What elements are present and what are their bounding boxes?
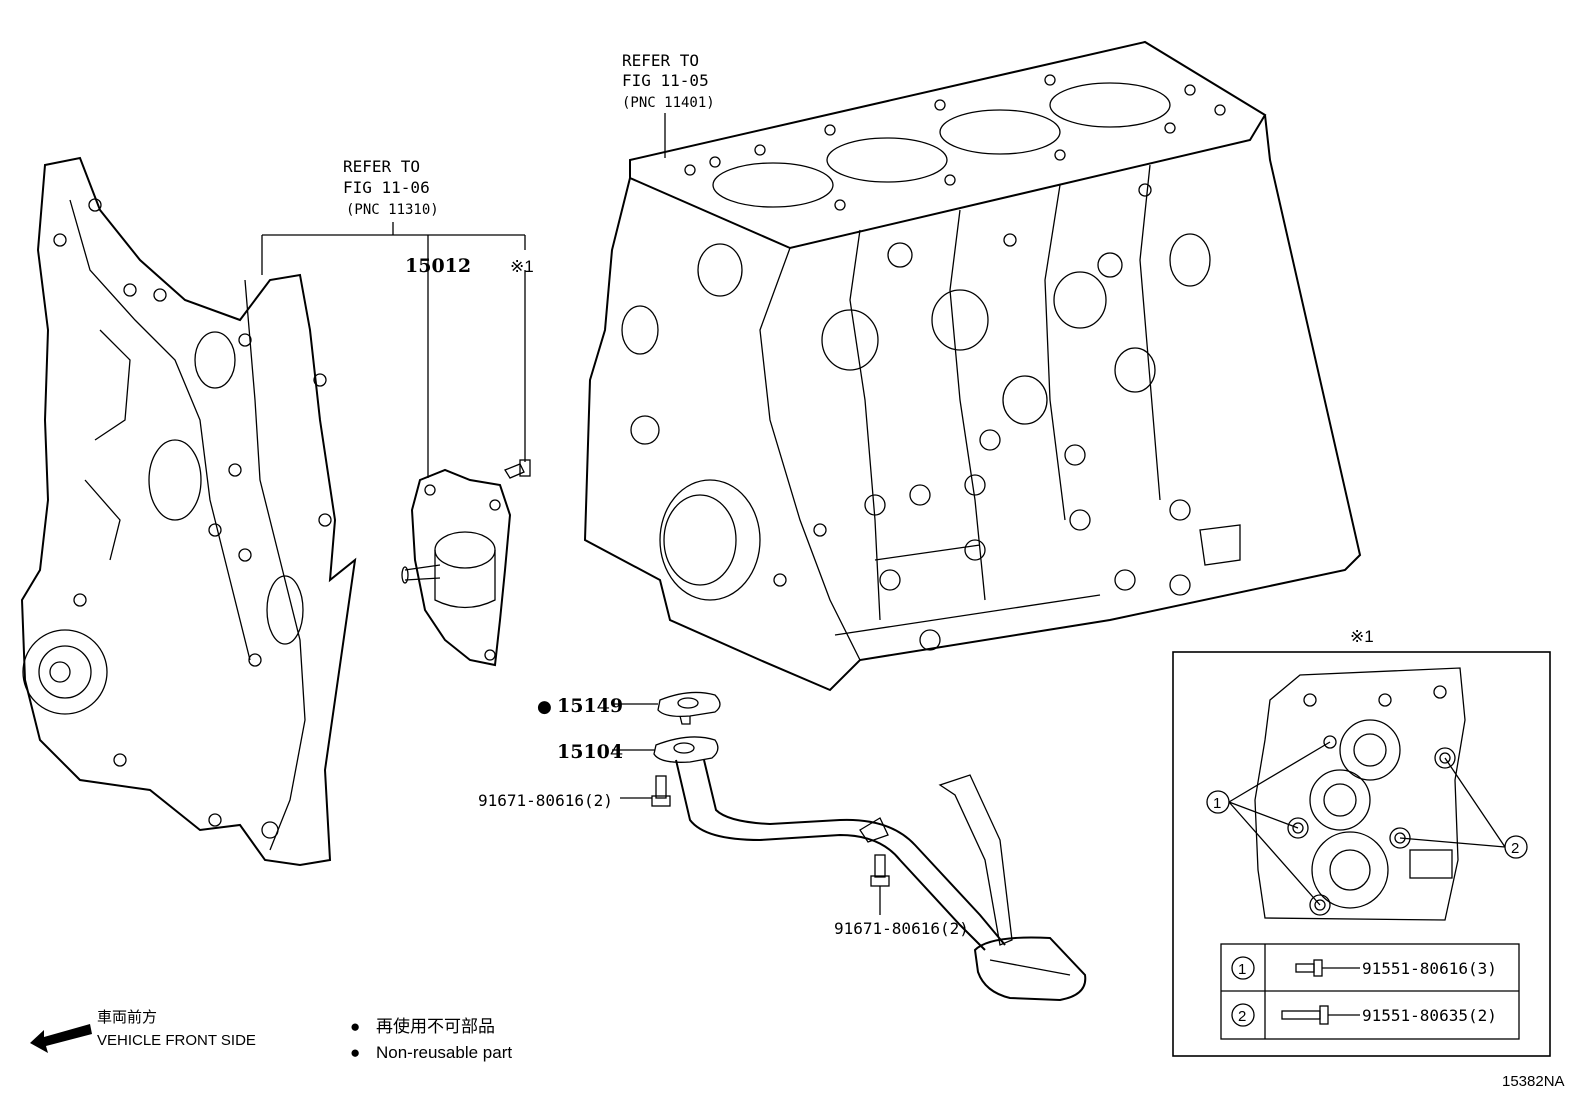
- detail-row-2: 2 91551-80635(2): [1231, 1003, 1497, 1027]
- refer-top-line1: REFER TO: [622, 51, 699, 70]
- detail-row1-index: 1: [1238, 961, 1246, 978]
- legend-bullet-1: ●: [350, 1017, 360, 1036]
- detail-row2-index: 2: [1238, 1008, 1246, 1025]
- front-arrow-icon: [30, 1024, 92, 1053]
- refer-top-line2: FIG 11-05: [622, 71, 709, 90]
- cylinder-block-illustration: [583, 40, 1362, 692]
- detail-title: ※1: [1350, 627, 1374, 646]
- figure-id: 15382NA: [1502, 1073, 1565, 1090]
- bolt-b-illustration: [870, 854, 890, 887]
- detail-box: ※1 1 2 1: [1172, 627, 1551, 1057]
- refer-left-line2: FIG 11-06: [343, 178, 430, 197]
- oil-strainer-illustration: [653, 736, 1087, 1002]
- refer-left-line3: (PNC 11310): [346, 202, 439, 218]
- gasket-illustration: [657, 691, 721, 725]
- part-label-15012[interactable]: 15012: [405, 255, 471, 277]
- non-reusable-bullet: ●: [537, 697, 552, 717]
- leader-lines: [261, 113, 881, 915]
- detail-bolt-table: 1 91551-80616(3) 2 91551-80635(2): [1220, 943, 1520, 1040]
- legend-bullet-2: ●: [350, 1043, 360, 1062]
- refer-to-fig-11-05[interactable]: REFER TO FIG 11-05 (PNC 11401): [622, 51, 715, 111]
- legend-nonreuse-jp: 再使用不可部品: [376, 1016, 495, 1036]
- detail-row-1: 1 91551-80616(3): [1231, 956, 1497, 980]
- refer-left-line1: REFER TO: [343, 157, 420, 176]
- front-label-en: VEHICLE FRONT SIDE: [97, 1032, 256, 1049]
- non-reusable-legend: ● 再使用不可部品 ● Non-reusable part: [350, 1016, 512, 1062]
- part-label-15149[interactable]: 15149: [557, 695, 623, 717]
- detail-callout-1: 1: [1213, 795, 1221, 812]
- legend-nonreuse-en: Non-reusable part: [376, 1043, 512, 1062]
- detail-pump-mount-illustration: [1254, 667, 1466, 921]
- part-label-91671-a[interactable]: 91671-80616(2): [478, 791, 613, 810]
- pump-bolt-illustration: [504, 459, 531, 479]
- front-direction-legend: 車両前方 VEHICLE FRONT SIDE: [30, 1009, 256, 1053]
- front-label-jp: 車両前方: [97, 1009, 157, 1026]
- part-label-15104[interactable]: 15104: [557, 741, 623, 763]
- bolt-a-illustration: [651, 775, 671, 807]
- refer-top-line3: (PNC 11401): [622, 95, 715, 111]
- detail-row2-part[interactable]: 91551-80635(2): [1362, 1006, 1497, 1025]
- note-mark-1: ※1: [510, 257, 534, 276]
- detail-callout-2: 2: [1511, 840, 1519, 857]
- water-pump-illustration: [401, 468, 512, 667]
- part-label-91671-b[interactable]: 91671-80616(2): [834, 919, 969, 938]
- detail-row1-part[interactable]: 91551-80616(3): [1362, 959, 1497, 978]
- timing-chain-cover-illustration: [20, 156, 357, 867]
- refer-to-fig-11-06[interactable]: REFER TO FIG 11-06 (PNC 11310): [343, 157, 439, 218]
